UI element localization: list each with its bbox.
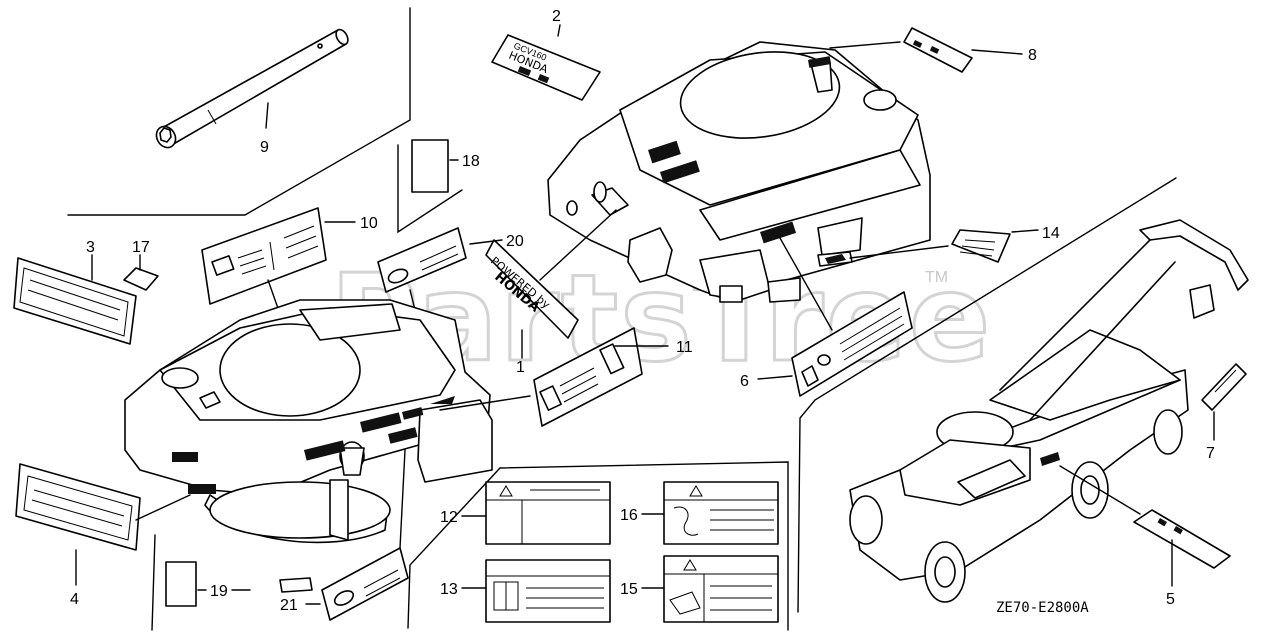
lawnmower <box>849 219 1249 603</box>
callout-labels: 1 2 3 4 5 6 7 8 9 10 11 12 13 14 15 16 1… <box>70 8 1215 614</box>
engine-top <box>547 41 931 303</box>
callout-15[interactable]: 15 <box>620 581 638 598</box>
label-part-17[interactable] <box>123 254 159 291</box>
callout-8[interactable]: 8 <box>1028 47 1037 64</box>
callout-14[interactable]: 14 <box>1042 225 1060 242</box>
engine-left <box>124 299 493 593</box>
callout-21[interactable]: 21 <box>280 597 298 614</box>
label-part-14[interactable] <box>849 229 1039 263</box>
warning-label-13[interactable] <box>485 559 611 623</box>
callout-18[interactable]: 18 <box>462 153 480 170</box>
label-part-6[interactable] <box>757 237 913 397</box>
callout-1[interactable]: 1 <box>516 359 525 376</box>
label-part-5[interactable] <box>1059 465 1231 587</box>
warning-label-12[interactable] <box>485 481 611 545</box>
socket-wrench-part-9[interactable] <box>153 28 351 151</box>
callout-19[interactable]: 19 <box>210 583 228 600</box>
callout-9[interactable]: 9 <box>260 139 269 156</box>
warning-label-16[interactable] <box>663 481 779 545</box>
callout-16[interactable]: 16 <box>620 507 638 524</box>
callout-5[interactable]: 5 <box>1166 591 1175 608</box>
watermark-trademark: TM <box>925 269 948 286</box>
label-part-3[interactable] <box>13 254 137 345</box>
callout-10[interactable]: 10 <box>360 215 378 232</box>
callout-13[interactable]: 13 <box>440 581 458 598</box>
label-part-4[interactable] <box>15 463 191 586</box>
label-part-8[interactable] <box>829 27 1023 73</box>
model-plate-part-2[interactable]: GCV160 HONDA <box>491 24 601 101</box>
label-part-19[interactable] <box>165 561 207 607</box>
callout-11[interactable]: 11 <box>676 339 693 356</box>
callout-17[interactable]: 17 <box>132 239 150 256</box>
callout-2[interactable]: 2 <box>552 8 561 25</box>
label-part-7[interactable] <box>1201 363 1247 441</box>
label-part-11[interactable] <box>439 327 669 427</box>
warning-label-15[interactable] <box>663 555 779 623</box>
callout-3[interactable]: 3 <box>86 239 95 256</box>
callout-4[interactable]: 4 <box>70 591 79 608</box>
grid-leaders <box>231 513 665 591</box>
label-part-21[interactable] <box>305 449 409 621</box>
callout-12[interactable]: 12 <box>440 509 458 526</box>
divider-lines <box>67 7 1177 631</box>
callout-20[interactable]: 20 <box>506 233 524 250</box>
label-part-18[interactable] <box>411 139 459 193</box>
callout-7[interactable]: 7 <box>1206 445 1215 462</box>
drawing-code: ZE70-E2800A <box>996 600 1089 616</box>
callout-6[interactable]: 6 <box>740 373 749 390</box>
